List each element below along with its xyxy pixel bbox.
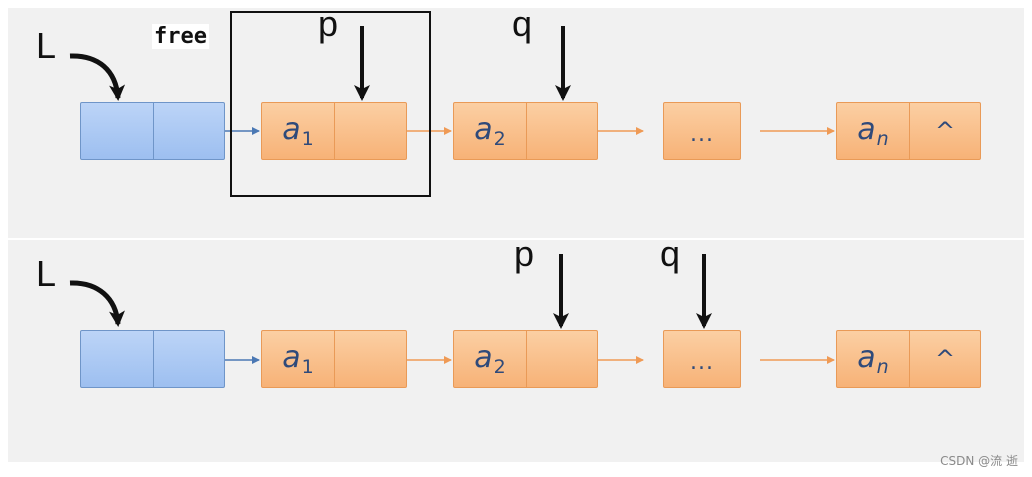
- node-subscript: 2: [493, 356, 506, 378]
- head-next-cell: [153, 331, 224, 387]
- ellipsis-text: ...: [690, 349, 714, 375]
- node-next-cell: [334, 331, 406, 387]
- head-data-cell: [81, 331, 153, 387]
- node-data-label: a: [474, 112, 493, 147]
- node-null-cell: ^: [909, 331, 980, 387]
- top-head-node: [80, 102, 225, 160]
- bottom-node-ellipsis: ...: [663, 330, 741, 388]
- node-subscript: 2: [493, 128, 506, 150]
- node-data-label: a: [857, 112, 876, 147]
- bottom-node-a1: a1: [261, 330, 407, 388]
- bottom-pointer-q-label: q: [660, 233, 681, 274]
- node-data-label: a: [474, 340, 493, 375]
- top-pointer-p-label: p: [318, 3, 339, 44]
- ellipsis-cell: ...: [664, 103, 740, 159]
- watermark: CSDN @流 逝: [940, 454, 1018, 468]
- head-data-cell: [81, 103, 153, 159]
- node-data-label: a: [282, 340, 301, 375]
- top-head-pointer-arrow: [69, 53, 126, 101]
- null-symbol: ^: [934, 345, 956, 373]
- node-data-cell: a2: [454, 331, 526, 387]
- node-data-label: a: [282, 112, 301, 147]
- node-next-cell: [334, 103, 406, 159]
- node-subscript: 1: [301, 356, 314, 378]
- top-node-an: an ^: [836, 102, 981, 160]
- node-subscript: 1: [301, 128, 314, 150]
- node-next-cell: [526, 103, 597, 159]
- top-free-label: free: [152, 24, 209, 49]
- node-data-cell: an: [837, 103, 909, 159]
- node-subscript: n: [876, 356, 889, 378]
- top-node-a1: a1: [261, 102, 407, 160]
- top-node-ellipsis: ...: [663, 102, 741, 160]
- bottom-node-a2: a2: [453, 330, 598, 388]
- bottom-pointer-p-label: p: [514, 233, 535, 274]
- bottom-head-pointer-arrow: [69, 280, 125, 327]
- ellipsis-cell: ...: [664, 331, 740, 387]
- node-data-cell: a1: [262, 103, 334, 159]
- bottom-head-label-l: L: [36, 253, 57, 294]
- freed-node-highlight-box: [230, 11, 431, 197]
- node-data-cell: a2: [454, 103, 526, 159]
- node-subscript: n: [876, 128, 889, 150]
- top-node-a2: a2: [453, 102, 598, 160]
- node-data-cell: a1: [262, 331, 334, 387]
- node-next-cell: [526, 331, 597, 387]
- bottom-head-node: [80, 330, 225, 388]
- node-null-cell: ^: [909, 103, 980, 159]
- ellipsis-text: ...: [690, 121, 714, 147]
- null-symbol: ^: [934, 117, 956, 145]
- node-data-cell: an: [837, 331, 909, 387]
- top-head-label-l: L: [36, 25, 57, 66]
- node-data-label: a: [857, 340, 876, 375]
- top-pointer-q-label: q: [512, 3, 533, 44]
- head-next-cell: [153, 103, 224, 159]
- bottom-node-an: an ^: [836, 330, 981, 388]
